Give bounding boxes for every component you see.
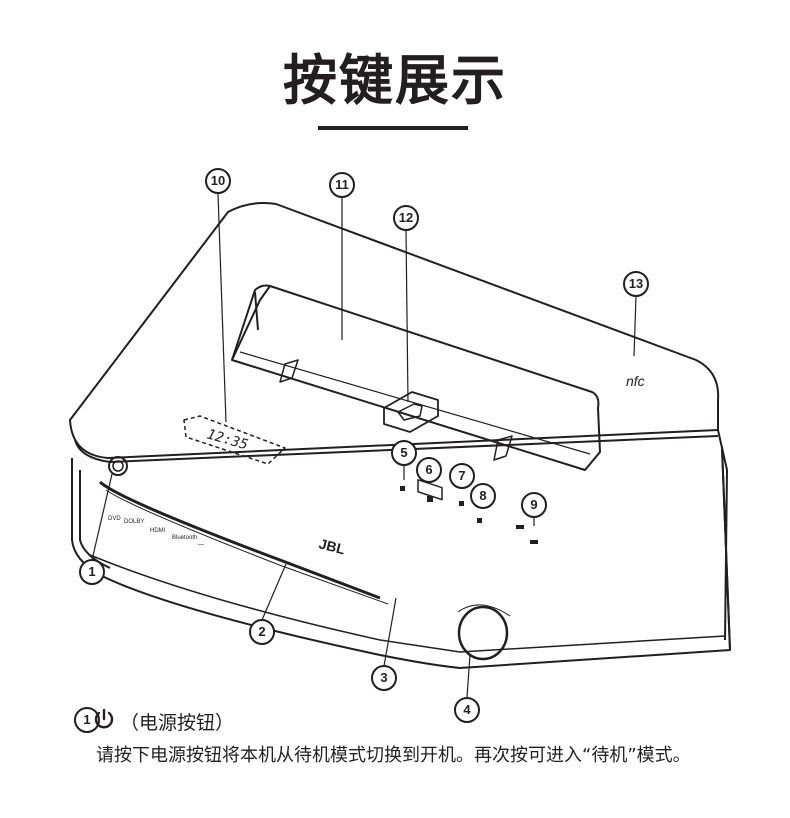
- callout-13: 13: [623, 271, 649, 297]
- svg-text:Bluetooth: Bluetooth: [172, 535, 197, 541]
- nfc-label: nfc: [626, 373, 645, 389]
- callout-1: 1: [79, 559, 105, 585]
- dock-connector: [383, 391, 439, 433]
- svg-text:DOLBY: DOLBY: [124, 519, 144, 525]
- callout-11: 11: [329, 172, 355, 198]
- display-window: [183, 415, 286, 465]
- brand-label: JBL: [317, 535, 347, 557]
- callout-2: 2: [249, 619, 275, 645]
- callout-10: 10: [205, 168, 231, 194]
- dock-cradle: [231, 284, 601, 471]
- callout-5: 5: [391, 440, 417, 466]
- svg-text:HDMI: HDMI: [150, 528, 166, 534]
- description-number: 1: [74, 707, 100, 733]
- disc-slot: [98, 480, 381, 600]
- callout-6: 6: [416, 457, 442, 483]
- display-readout: 12:35: [205, 426, 250, 453]
- volume-knob: [457, 605, 509, 661]
- description-heading: （电源按钮）: [120, 712, 235, 734]
- callout-3: 3: [371, 665, 397, 691]
- callout-8: 8: [470, 483, 496, 509]
- callout-7: 7: [449, 463, 475, 489]
- svg-text:—: —: [198, 542, 204, 548]
- device-front-body: [71, 447, 731, 669]
- page-title: 按键展示: [283, 49, 507, 112]
- callout-4: 4: [454, 697, 480, 723]
- svg-text:DVD: DVD: [108, 516, 121, 522]
- title-underline: [318, 126, 468, 130]
- callout-9: 9: [521, 492, 547, 518]
- power-icon: [94, 708, 114, 729]
- callout-12: 12: [393, 205, 419, 231]
- device-top-surface: [69, 202, 720, 459]
- description-body: 请按下电源按钮将本机从待机模式切换到开机。再次按可进入“待机”模式。: [96, 745, 691, 766]
- power-button: [108, 456, 128, 476]
